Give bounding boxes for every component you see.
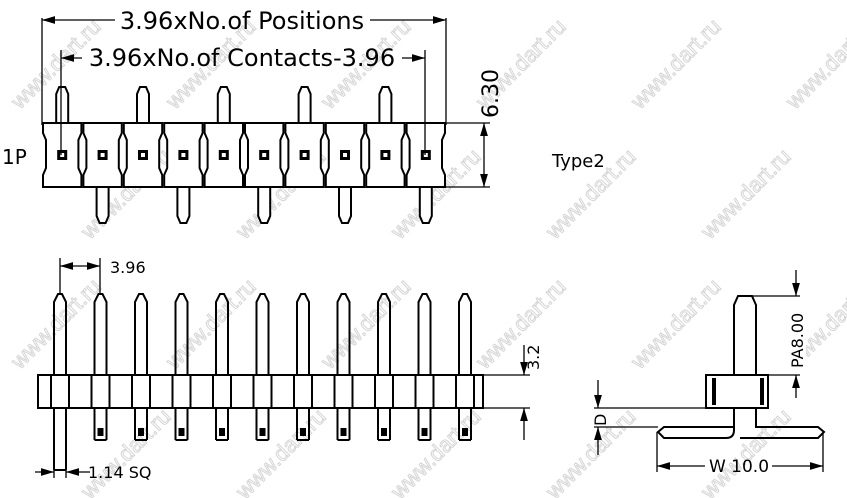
bottom-pin (176, 187, 191, 224)
side-pin-tail (215, 408, 229, 441)
dim-pa-label: PA8.00 (788, 313, 807, 368)
side-pin-tail (336, 408, 351, 441)
watermark-text: www.dart.ru (5, 274, 106, 375)
side-pin-tail (296, 408, 310, 441)
dim-contacts-label: 3.96xNo.of Contacts-3.96 (89, 44, 395, 72)
watermark-layer: www.dart.ru www.dart.ru www.dart.ru www.dar… (5, 13, 847, 498)
right-angle-view: D PA8.00 W 10.0 (591, 270, 826, 477)
side-pin (215, 293, 229, 375)
pin-collar (171, 374, 192, 409)
side-pin (458, 293, 472, 375)
dim-w-label: W 10.0 (709, 457, 769, 477)
top-pin (55, 86, 70, 123)
watermark-text: www.dart.ru (780, 14, 847, 115)
bottom-pin (338, 187, 352, 224)
top-pin (378, 86, 393, 123)
watermark-text: www.dart.ru (625, 274, 726, 375)
side-pin (336, 293, 351, 375)
pin-collar (414, 374, 435, 409)
bottom-pin (257, 187, 272, 224)
pin-collar (252, 374, 273, 409)
side-view (37, 293, 484, 471)
dim-body-label: 3.2 (524, 345, 543, 370)
top-view (42, 86, 446, 224)
pin-collar (50, 374, 70, 409)
side-pin-tail (134, 408, 148, 441)
watermark-text: www.dart.ru (625, 14, 726, 115)
watermark-text: www.dart.ru (470, 274, 571, 375)
watermark-text: www.dart.ru (75, 404, 176, 498)
pin-collar (333, 374, 354, 409)
side-pin (53, 293, 67, 375)
side-pin-tail (255, 408, 270, 441)
bottom-pin (418, 187, 433, 224)
side-pin-tail (93, 408, 108, 441)
side-pin (377, 293, 391, 375)
dim-d-label: D (591, 414, 610, 426)
bottom-pin (95, 187, 110, 224)
side-pin (134, 293, 148, 375)
dim-positions-label: 3.96xNo.of Positions (120, 7, 364, 35)
side-pin-tail (417, 408, 432, 441)
pin1-label: 1P (2, 145, 27, 169)
side-pin-tail (174, 408, 189, 441)
dim-pitch-label: 3.96 (110, 258, 146, 277)
pin-collar (212, 374, 232, 409)
side-pin-tail (53, 408, 67, 471)
watermark-text: www.dart.ru (230, 404, 331, 498)
dim-pin-label: 1.14 SQ (88, 463, 151, 482)
pin-collar (131, 374, 151, 409)
side-pin (174, 293, 189, 375)
side-pin-tail (377, 408, 391, 441)
watermark-text: www.dart.ru (695, 404, 796, 498)
side-housing (37, 374, 484, 409)
side-pin-tail (458, 408, 472, 441)
side-pin (255, 293, 270, 375)
pin-collar (293, 374, 313, 409)
side-pin (296, 293, 310, 375)
top-pin (216, 86, 231, 123)
pin-collar (90, 374, 111, 409)
top-pin (136, 86, 150, 123)
top-pin (297, 86, 312, 123)
side-pin (417, 293, 432, 375)
watermark-text: www.dart.ru (315, 274, 416, 375)
dim-height-label: 6.30 (479, 69, 504, 118)
watermark-text: www.dart.ru (695, 144, 796, 245)
type-label: Type2 (551, 151, 605, 172)
side-pin (93, 293, 108, 375)
pin-collar (374, 374, 394, 409)
pin-collar (455, 374, 475, 409)
